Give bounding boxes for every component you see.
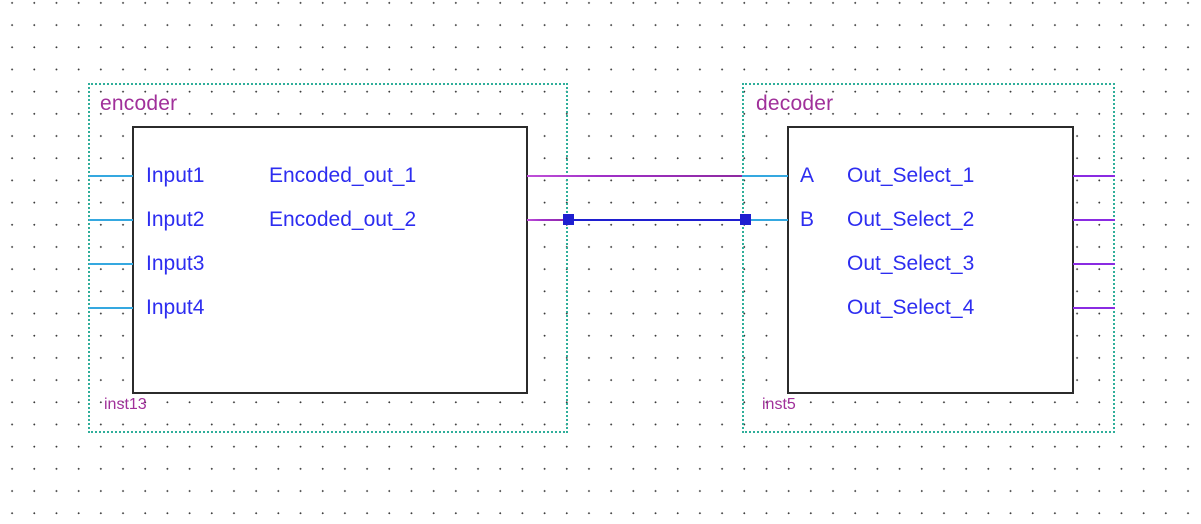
wire-encoder-input3-stub[interactable] [89, 263, 133, 265]
net-encoded-out-1-segment-main[interactable] [527, 175, 742, 177]
port-label-encoder-encoded-out-1: Encoded_out_1 [269, 164, 417, 187]
group-title-encoder: encoder [100, 92, 178, 115]
net-encoded-out-2-segment-decoder[interactable] [748, 219, 788, 221]
net-node-right[interactable] [740, 214, 751, 225]
port-label-decoder-b: B [800, 208, 815, 231]
wire-decoder-out-select-4-stub[interactable] [1073, 307, 1115, 309]
group-box-decoder[interactable] [742, 83, 1115, 433]
group-instance-encoder: inst13 [104, 396, 147, 413]
port-label-encoder-input4: Input4 [146, 296, 205, 319]
symbol-box-encoder[interactable] [132, 126, 528, 394]
wire-decoder-out-select-2-stub[interactable] [1073, 219, 1115, 221]
net-encoded-out-2-segment-main[interactable] [565, 219, 749, 221]
net-node-left[interactable] [563, 214, 574, 225]
port-label-encoder-input2: Input2 [146, 208, 205, 231]
group-instance-decoder: inst5 [762, 396, 796, 413]
wire-encoder-input4-stub[interactable] [89, 307, 133, 309]
group-box-encoder[interactable] [88, 83, 568, 433]
net-encoded-out-2-segment-encoder[interactable] [527, 219, 571, 221]
wire-decoder-out-select-1-stub[interactable] [1073, 175, 1115, 177]
wire-encoder-input2-stub[interactable] [89, 219, 133, 221]
port-label-decoder-out-select-3: Out_Select_3 [847, 252, 975, 275]
wire-decoder-out-select-3-stub[interactable] [1073, 263, 1115, 265]
symbol-box-decoder[interactable] [787, 126, 1074, 394]
port-label-decoder-out-select-1: Out_Select_1 [847, 164, 975, 187]
port-label-decoder-out-select-2: Out_Select_2 [847, 208, 975, 231]
port-label-encoder-input1: Input1 [146, 164, 205, 187]
group-title-decoder: decoder [756, 92, 834, 115]
port-label-decoder-out-select-4: Out_Select_4 [847, 296, 975, 319]
net-encoded-out-1-segment-decoder[interactable] [742, 175, 788, 177]
wire-encoder-input1-stub[interactable] [89, 175, 133, 177]
port-label-encoder-encoded-out-2: Encoded_out_2 [269, 208, 417, 231]
port-label-encoder-input3: Input3 [146, 252, 205, 275]
port-label-decoder-a: A [800, 164, 815, 187]
